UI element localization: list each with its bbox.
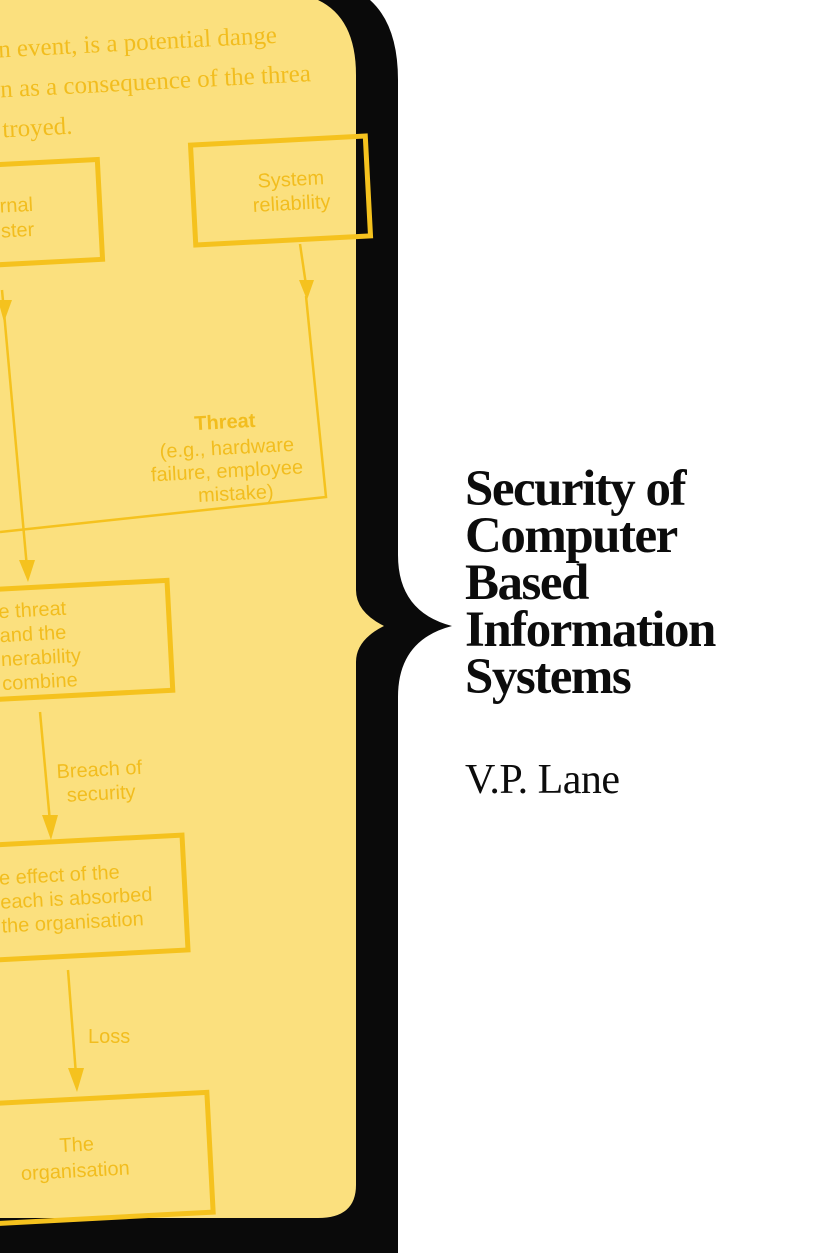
svg-text:System: System bbox=[257, 167, 325, 192]
author-name: V.P. Lane bbox=[465, 757, 620, 803]
arrow-system-to-threat bbox=[298, 243, 314, 300]
arrow-breach bbox=[38, 711, 58, 840]
svg-text:combine: combine bbox=[2, 669, 79, 695]
svg-text:mistake): mistake) bbox=[198, 481, 275, 507]
svg-text:and the: and the bbox=[0, 622, 67, 647]
natural-disaster-box: rnal ster bbox=[0, 156, 106, 269]
title-line-2: Computer bbox=[465, 508, 678, 564]
arrow-loss bbox=[66, 969, 84, 1092]
book-title: Security of Computer Based Information S… bbox=[465, 461, 825, 705]
title-line-1: Security of bbox=[465, 461, 687, 517]
svg-text:ster: ster bbox=[0, 219, 35, 243]
svg-text:rnal: rnal bbox=[0, 194, 34, 218]
system-reliability-box: System reliability bbox=[187, 133, 374, 248]
paragraph-line-3: troyed. bbox=[2, 113, 73, 144]
threat-combine-box: e threat and the nerability combine bbox=[0, 577, 176, 703]
breach-label: Breach of security bbox=[56, 757, 143, 807]
title-line-3: Based bbox=[465, 555, 589, 611]
title-line-5: Systems bbox=[465, 649, 632, 705]
arrow-disaster-down bbox=[0, 289, 35, 582]
svg-text:Breach of: Breach of bbox=[56, 757, 143, 783]
loss-label: Loss bbox=[88, 1026, 130, 1048]
threat-heading: Threat bbox=[194, 410, 257, 435]
svg-text:e threat: e threat bbox=[0, 598, 67, 624]
svg-text:reliability: reliability bbox=[252, 191, 331, 217]
svg-text:The: The bbox=[59, 1133, 95, 1157]
svg-text:security: security bbox=[66, 781, 136, 807]
yellow-panel bbox=[0, 0, 384, 1218]
title-line-4: Information bbox=[465, 602, 716, 658]
svg-text:nerability: nerability bbox=[0, 645, 81, 671]
